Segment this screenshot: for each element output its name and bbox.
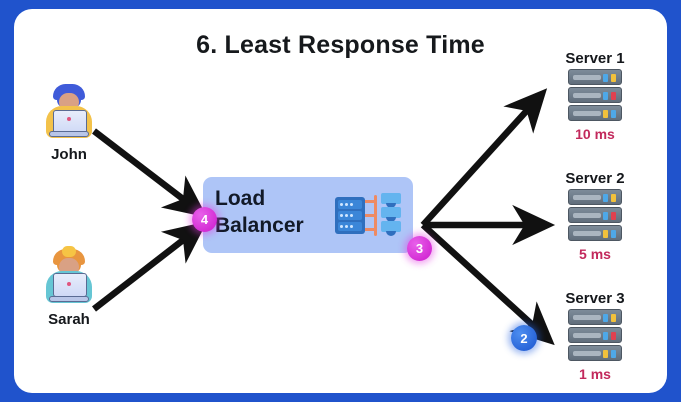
server-node-1[interactable]: Server 1 10 ms	[542, 50, 648, 142]
server-response-time-2: 5 ms	[579, 246, 611, 262]
arrow-john-to-lb	[92, 128, 208, 218]
server-label-3: Server 3	[565, 290, 625, 307]
server-response-time-3: 1 ms	[579, 366, 611, 382]
page-title: 6. Least Response Time	[196, 31, 485, 59]
server-label-1: Server 1	[565, 50, 625, 67]
network-topology-icon	[331, 187, 405, 243]
load-balancer-node[interactable]: Load Balancer	[203, 177, 413, 253]
server-rack-icon	[568, 307, 622, 363]
step-badge-2: 2	[511, 325, 537, 351]
arrow-sarah-to-lb	[92, 221, 208, 312]
server-rack-icon	[568, 67, 622, 123]
server-node-2[interactable]: Server 2 5 ms	[542, 170, 648, 262]
load-balancer-label-line1: Load	[215, 187, 266, 210]
diagram-panel: 6. Least Response Time	[14, 9, 667, 393]
server-response-time-1: 10 ms	[575, 126, 615, 142]
step-badge-4: 4	[192, 207, 217, 232]
load-balancer-label-line2: Balancer	[215, 213, 304, 237]
person-at-laptop-icon	[38, 84, 100, 146]
step-badge-4-label: 4	[200, 212, 209, 227]
person-at-laptop-icon	[38, 246, 100, 311]
load-balancer-label: Load Balancer	[215, 186, 304, 240]
client-label-sarah: Sarah	[48, 311, 90, 328]
server-label-2: Server 2	[565, 170, 625, 187]
arrow-layer	[92, 88, 556, 346]
step-badge-2-label: 2	[520, 330, 528, 346]
server-rack-icon	[568, 187, 622, 243]
client-sarah: Sarah	[23, 246, 115, 328]
arrow-lb-to-server-3	[420, 222, 555, 346]
step-badge-3-label: 3	[415, 241, 424, 256]
server-node-3[interactable]: Server 3 1 ms	[542, 290, 648, 382]
client-label-john: John	[51, 146, 87, 163]
client-john: John	[23, 84, 115, 163]
arrow-lb-to-server-1	[420, 88, 548, 228]
step-badge-3: 3	[407, 236, 432, 261]
